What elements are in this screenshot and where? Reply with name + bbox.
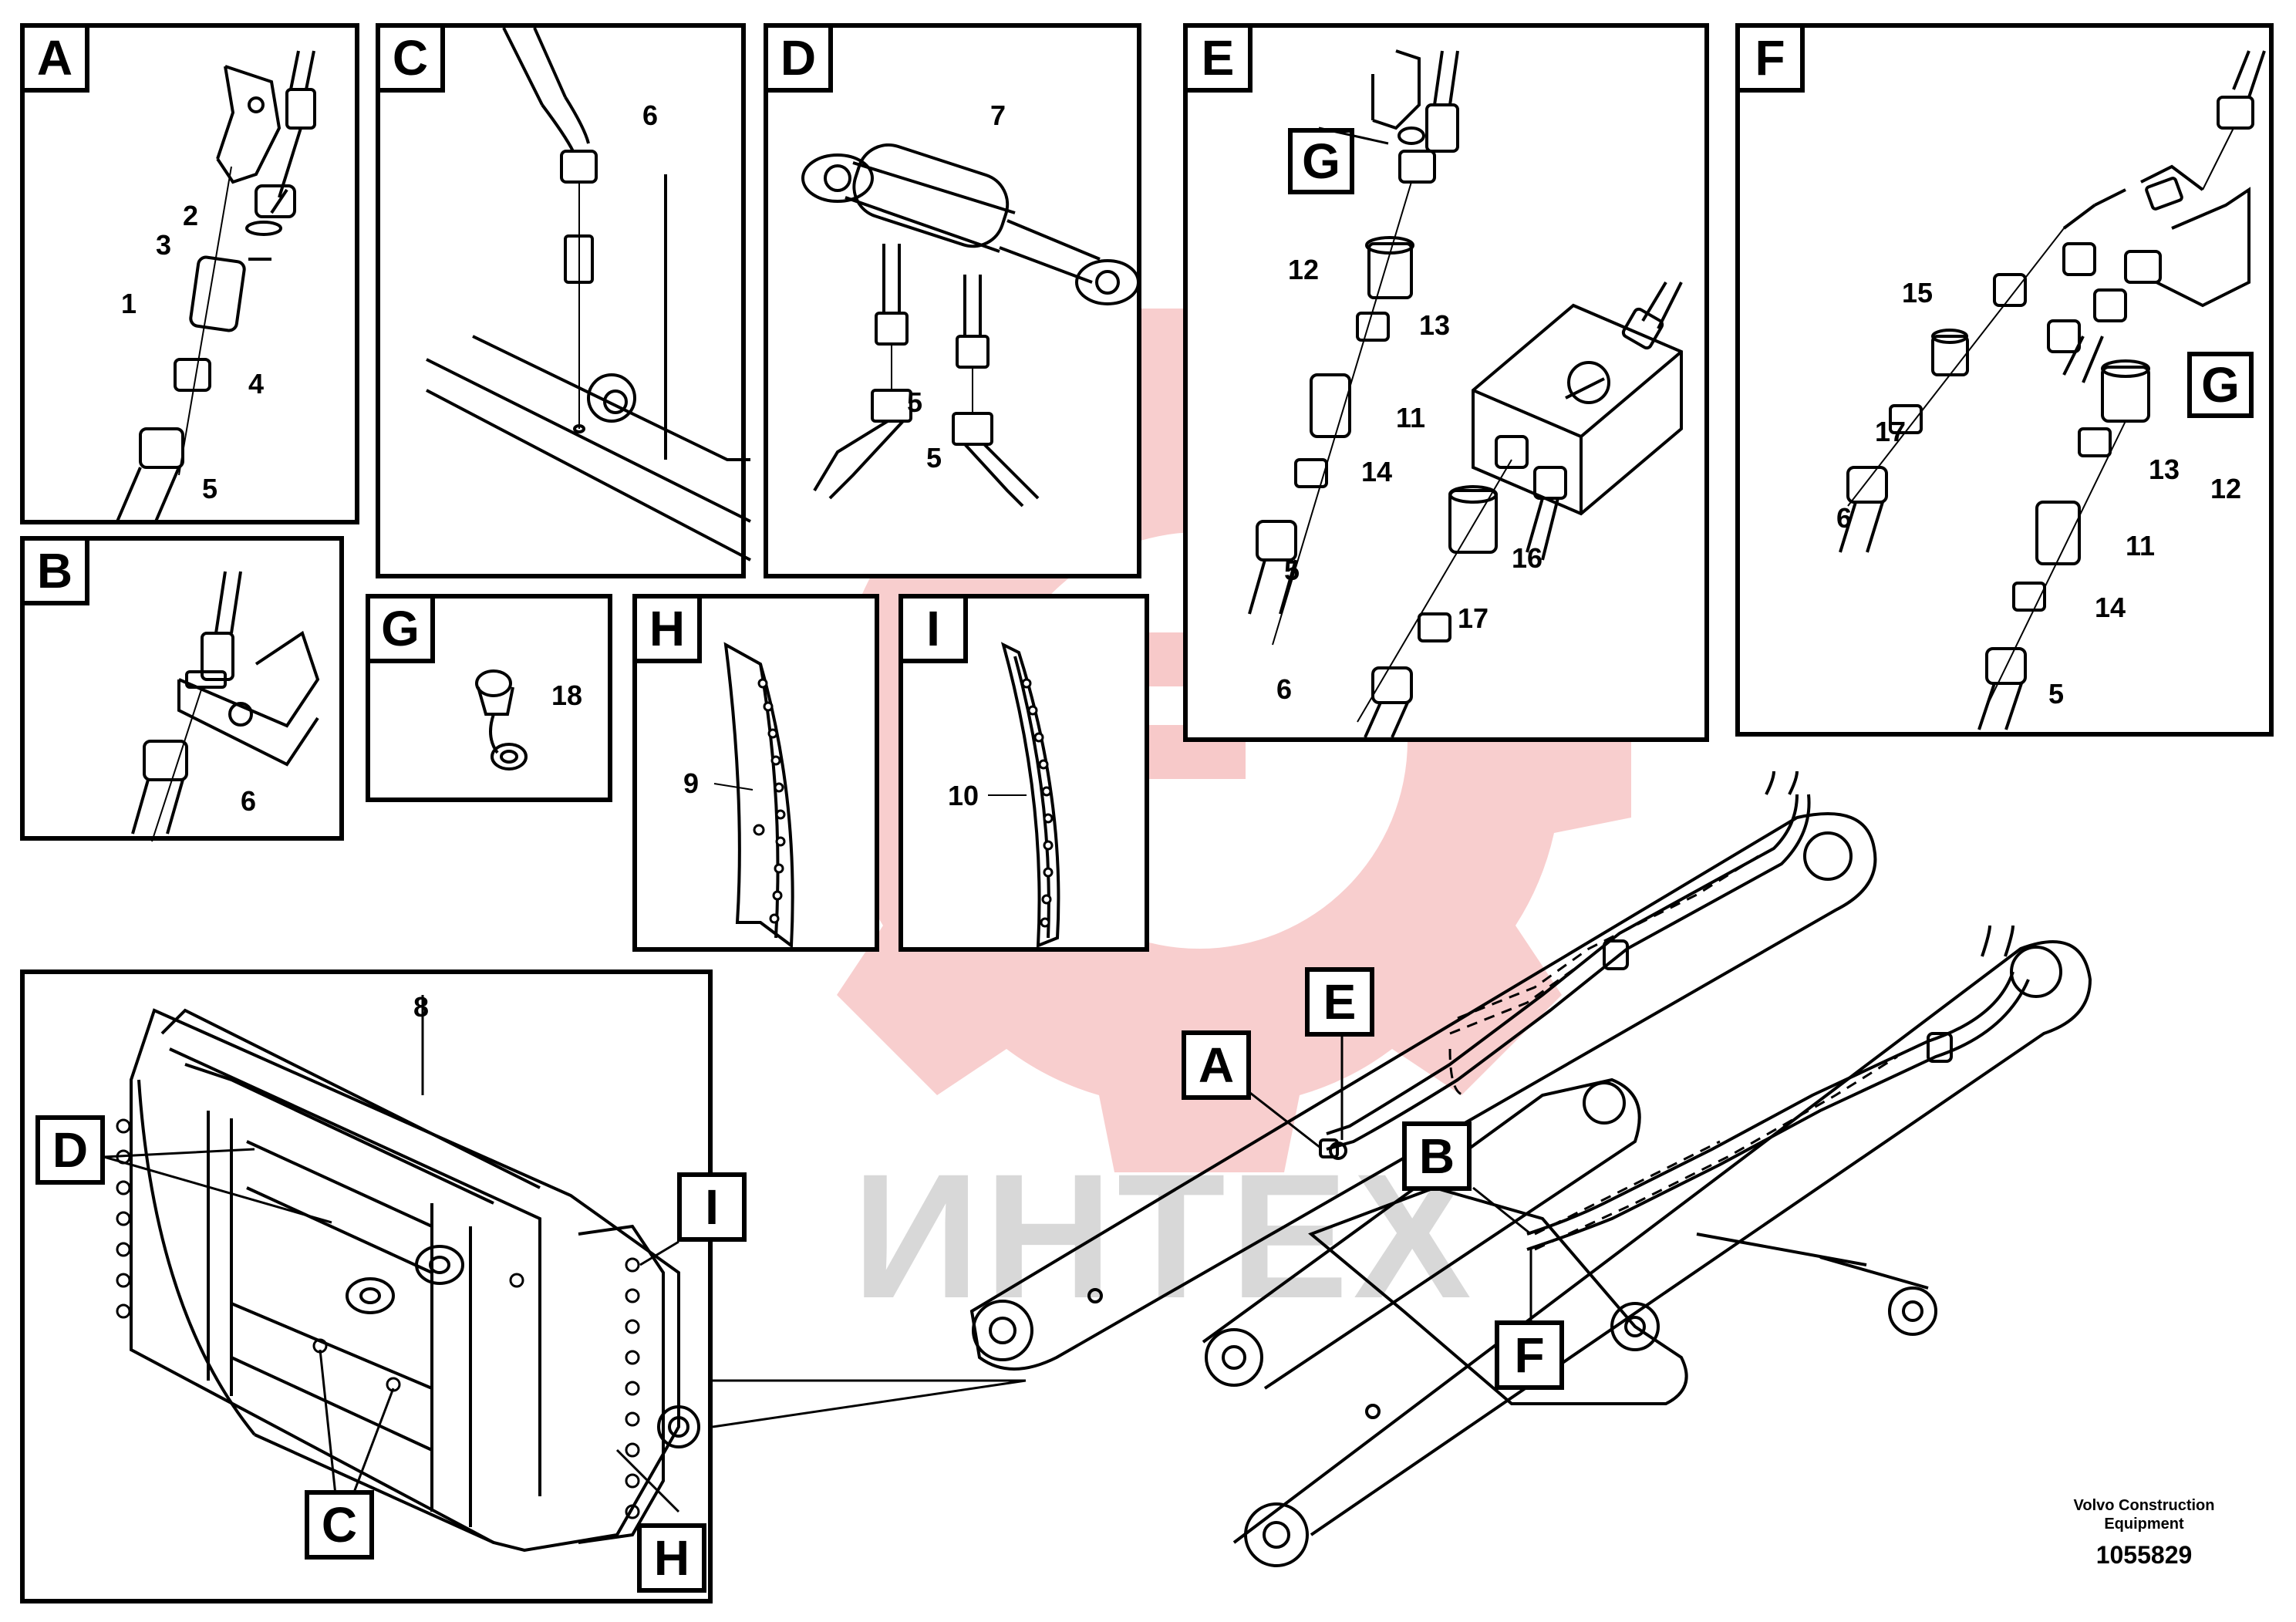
- brand-line-1: Volvo Construction: [2073, 1497, 2215, 1514]
- part-4-label: 4: [248, 368, 265, 400]
- callout-b: B: [1402, 1121, 1472, 1191]
- brand-line-2: Equipment: [2104, 1516, 2184, 1533]
- panel-i-tag: I: [899, 594, 968, 663]
- panel-f: F G: [1735, 23, 2274, 737]
- footer: Volvo Construction Equipment 1055829: [2044, 1496, 2244, 1570]
- panel-e: E G: [1183, 23, 1709, 742]
- panel-e-tag: E: [1183, 23, 1253, 93]
- part-5-label: 5: [202, 473, 218, 504]
- part-16-label: 16: [1512, 542, 1543, 574]
- callout-g: G: [1288, 128, 1354, 194]
- panel-a-drawing: [116, 50, 316, 522]
- part-2-label: 2: [183, 200, 199, 231]
- part-5-label: 5: [907, 386, 923, 418]
- part-6-label: 6: [1836, 502, 1853, 534]
- panel-f-drawing: [1839, 50, 2266, 730]
- part-14-label: 14: [1361, 456, 1393, 487]
- panel-b-tag: B: [20, 536, 89, 605]
- part-15-label: 15: [1902, 277, 1934, 309]
- part-9-label: 9: [683, 767, 700, 799]
- panel-b-drawing: [131, 571, 320, 842]
- callout-c: C: [305, 1490, 374, 1560]
- panel-g: G 18: [366, 594, 612, 802]
- part-5-label: 5: [2048, 678, 2065, 710]
- part-5-label: 5: [1284, 555, 1300, 586]
- panel-b: B 6: [20, 536, 344, 842]
- panel-a: A 2 3 1 4 5: [20, 23, 359, 524]
- part-6-label: 6: [1276, 673, 1293, 705]
- panel-i-drawing: [988, 642, 1060, 949]
- panel-c: C 6: [376, 23, 751, 578]
- panel-h-tag: H: [632, 594, 702, 663]
- callout-i: I: [677, 1172, 747, 1242]
- part-1-label: 1: [121, 288, 137, 319]
- panel-d: D 7 5 5: [764, 23, 1141, 578]
- part-8-label: 8: [413, 991, 430, 1023]
- part-18-label: 18: [551, 679, 583, 711]
- part-17-label: 17: [1875, 416, 1907, 447]
- panel-a-tag: A: [20, 23, 89, 93]
- panel-g-tag: G: [366, 594, 435, 663]
- callout-f: F: [1495, 1320, 1564, 1390]
- part-12-label: 12: [1288, 254, 1320, 285]
- panel-f-tag: F: [1735, 23, 1805, 93]
- panel-i: I 10: [899, 594, 1149, 952]
- panel-h-drawing: [713, 642, 794, 949]
- panel-c-tag: C: [376, 23, 445, 93]
- part-17-label: 17: [1458, 602, 1489, 634]
- part-13-label: 13: [2149, 454, 2180, 485]
- part-14-label: 14: [2095, 592, 2126, 623]
- panel-h: H 9: [632, 594, 879, 952]
- panel-c-drawing: [426, 27, 751, 561]
- part-3-label: 3: [156, 229, 172, 261]
- part-7-label: 7: [990, 99, 1006, 131]
- part-11-label: 11: [1396, 402, 1426, 433]
- callout-g: G: [2187, 352, 2254, 418]
- part-6-label: 6: [241, 785, 257, 817]
- panel-e-drawing: [1248, 49, 1683, 738]
- panel-d-drawing: [801, 143, 1140, 508]
- part-5-label: 5: [926, 442, 942, 474]
- part-10-label: 10: [948, 780, 979, 811]
- panel-d-tag: D: [764, 23, 833, 93]
- callout-a: A: [1182, 1030, 1251, 1100]
- callout-d: D: [35, 1115, 105, 1185]
- part-13-label: 13: [1419, 309, 1451, 341]
- watermark-text: ИНТЕХ: [852, 1137, 1476, 1335]
- panel-g-drawing: [475, 669, 528, 771]
- drawing-number: 1055829: [2095, 1541, 2193, 1569]
- callout-h: H: [637, 1523, 706, 1593]
- part-11-label: 11: [2126, 530, 2156, 561]
- callout-e: E: [1305, 967, 1374, 1037]
- part-6-label: 6: [642, 99, 659, 131]
- part-12-label: 12: [2210, 473, 2242, 504]
